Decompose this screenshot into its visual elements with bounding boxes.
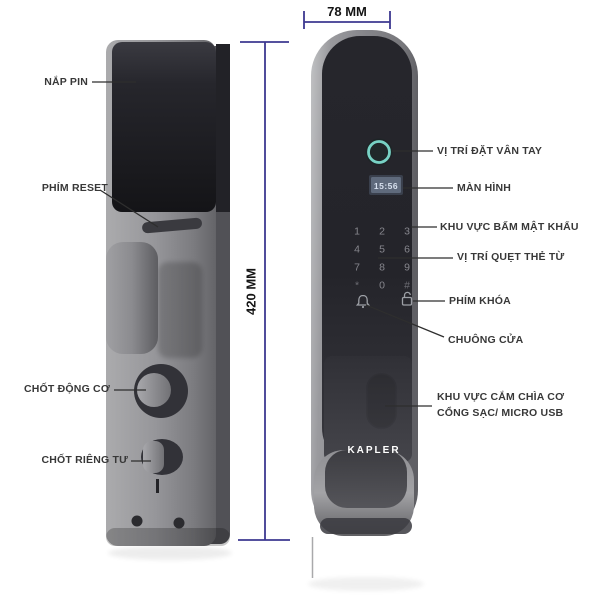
label-key-usb: KHU VỰC CẮM CHÌA CƠ CỔNG SẠC/ MICRO USB [437,391,564,420]
leader-lines [92,81,453,462]
label-screen: MÀN HÌNH [457,182,512,194]
label-keypad-area: KHU VỰC BẤM MẬT KHẨU [440,221,579,233]
motor-latch-thumbturn [137,373,171,407]
label-card-swipe: VỊ TRÍ QUẸT THẺ TỪ [457,251,565,263]
interior-lock-shadow [108,546,232,560]
keypad-key-8: 8 [379,262,385,274]
fingerprint-sensor-icon [367,140,391,164]
exterior-lock-chin-inset [325,450,407,508]
keypad-key-hash: # [404,280,410,292]
height-dimension-label: 420 MM [243,268,259,315]
exterior-lock-shadow [308,577,424,591]
doorbell-icon [355,294,371,309]
keypad-key-4: 4 [354,244,360,256]
handle-recess-shadow [158,262,202,358]
keypad-key-3: 3 [404,226,410,238]
label-privacy-latch: CHỐT RIÊNG TƯ [41,454,128,466]
exterior-lock-bottom-rim [320,518,412,534]
label-battery-cover: NẮP PIN [44,76,88,88]
label-fingerprint: VỊ TRÍ ĐẶT VÂN TAY [437,145,543,157]
key-usb-cover [366,373,397,429]
leader-doorbell [365,304,445,338]
label-reset-button: PHÍM RESET [41,182,108,194]
brand-logo: KAPLER [347,445,400,456]
keypad-key-6: 6 [404,244,410,256]
keypad-key-9: 9 [404,262,410,274]
screw-hole-right [173,517,185,529]
label-doorbell: CHUÔNG CỬA [448,334,524,346]
height-dimension-lines [238,41,290,541]
interior-lock-illustration [106,40,232,560]
display-screen [371,177,401,193]
screw-hole-left [131,515,143,527]
keypad-key-0: 0 [379,280,385,292]
keypad-key-2: 2 [379,226,385,238]
display-time-text: 15:56 [374,181,398,191]
reset-slot [142,217,202,234]
lock-key-icon [401,291,413,306]
label-key-usb-line1: KHU VỰC CẮM CHÌA CƠ [437,391,565,403]
exterior-lock-illustration: 15:56 1 2 3 4 5 6 7 8 9 * 0 # [308,30,424,591]
width-dimension-lines [303,11,391,29]
exterior-lock-lower-face [324,356,412,462]
keypad: 1 2 3 4 5 6 7 8 9 * 0 # [354,226,410,292]
keypad-key-star: * [355,280,359,292]
keypad-key-5: 5 [379,244,385,256]
handle-block [106,242,158,354]
privacy-latch-thumbturn [143,441,164,473]
keypad-key-1: 1 [354,226,360,238]
interior-lock-side-top [216,44,230,212]
label-key-usb-line2: CỔNG SẠC/ MICRO USB [437,407,564,419]
latch-index-mark [156,479,159,493]
interior-lock-bottom-rim [106,528,230,546]
label-motor-latch: CHỐT ĐỘNG CƠ [23,383,110,395]
label-lock-key: PHÍM KHÓA [449,295,511,307]
clock-display: 15:56 [369,175,403,195]
keypad-key-7: 7 [354,262,360,274]
leader-reset-button [99,189,159,228]
width-dimension-label: 78 MM [327,4,367,19]
battery-cover [112,42,216,212]
